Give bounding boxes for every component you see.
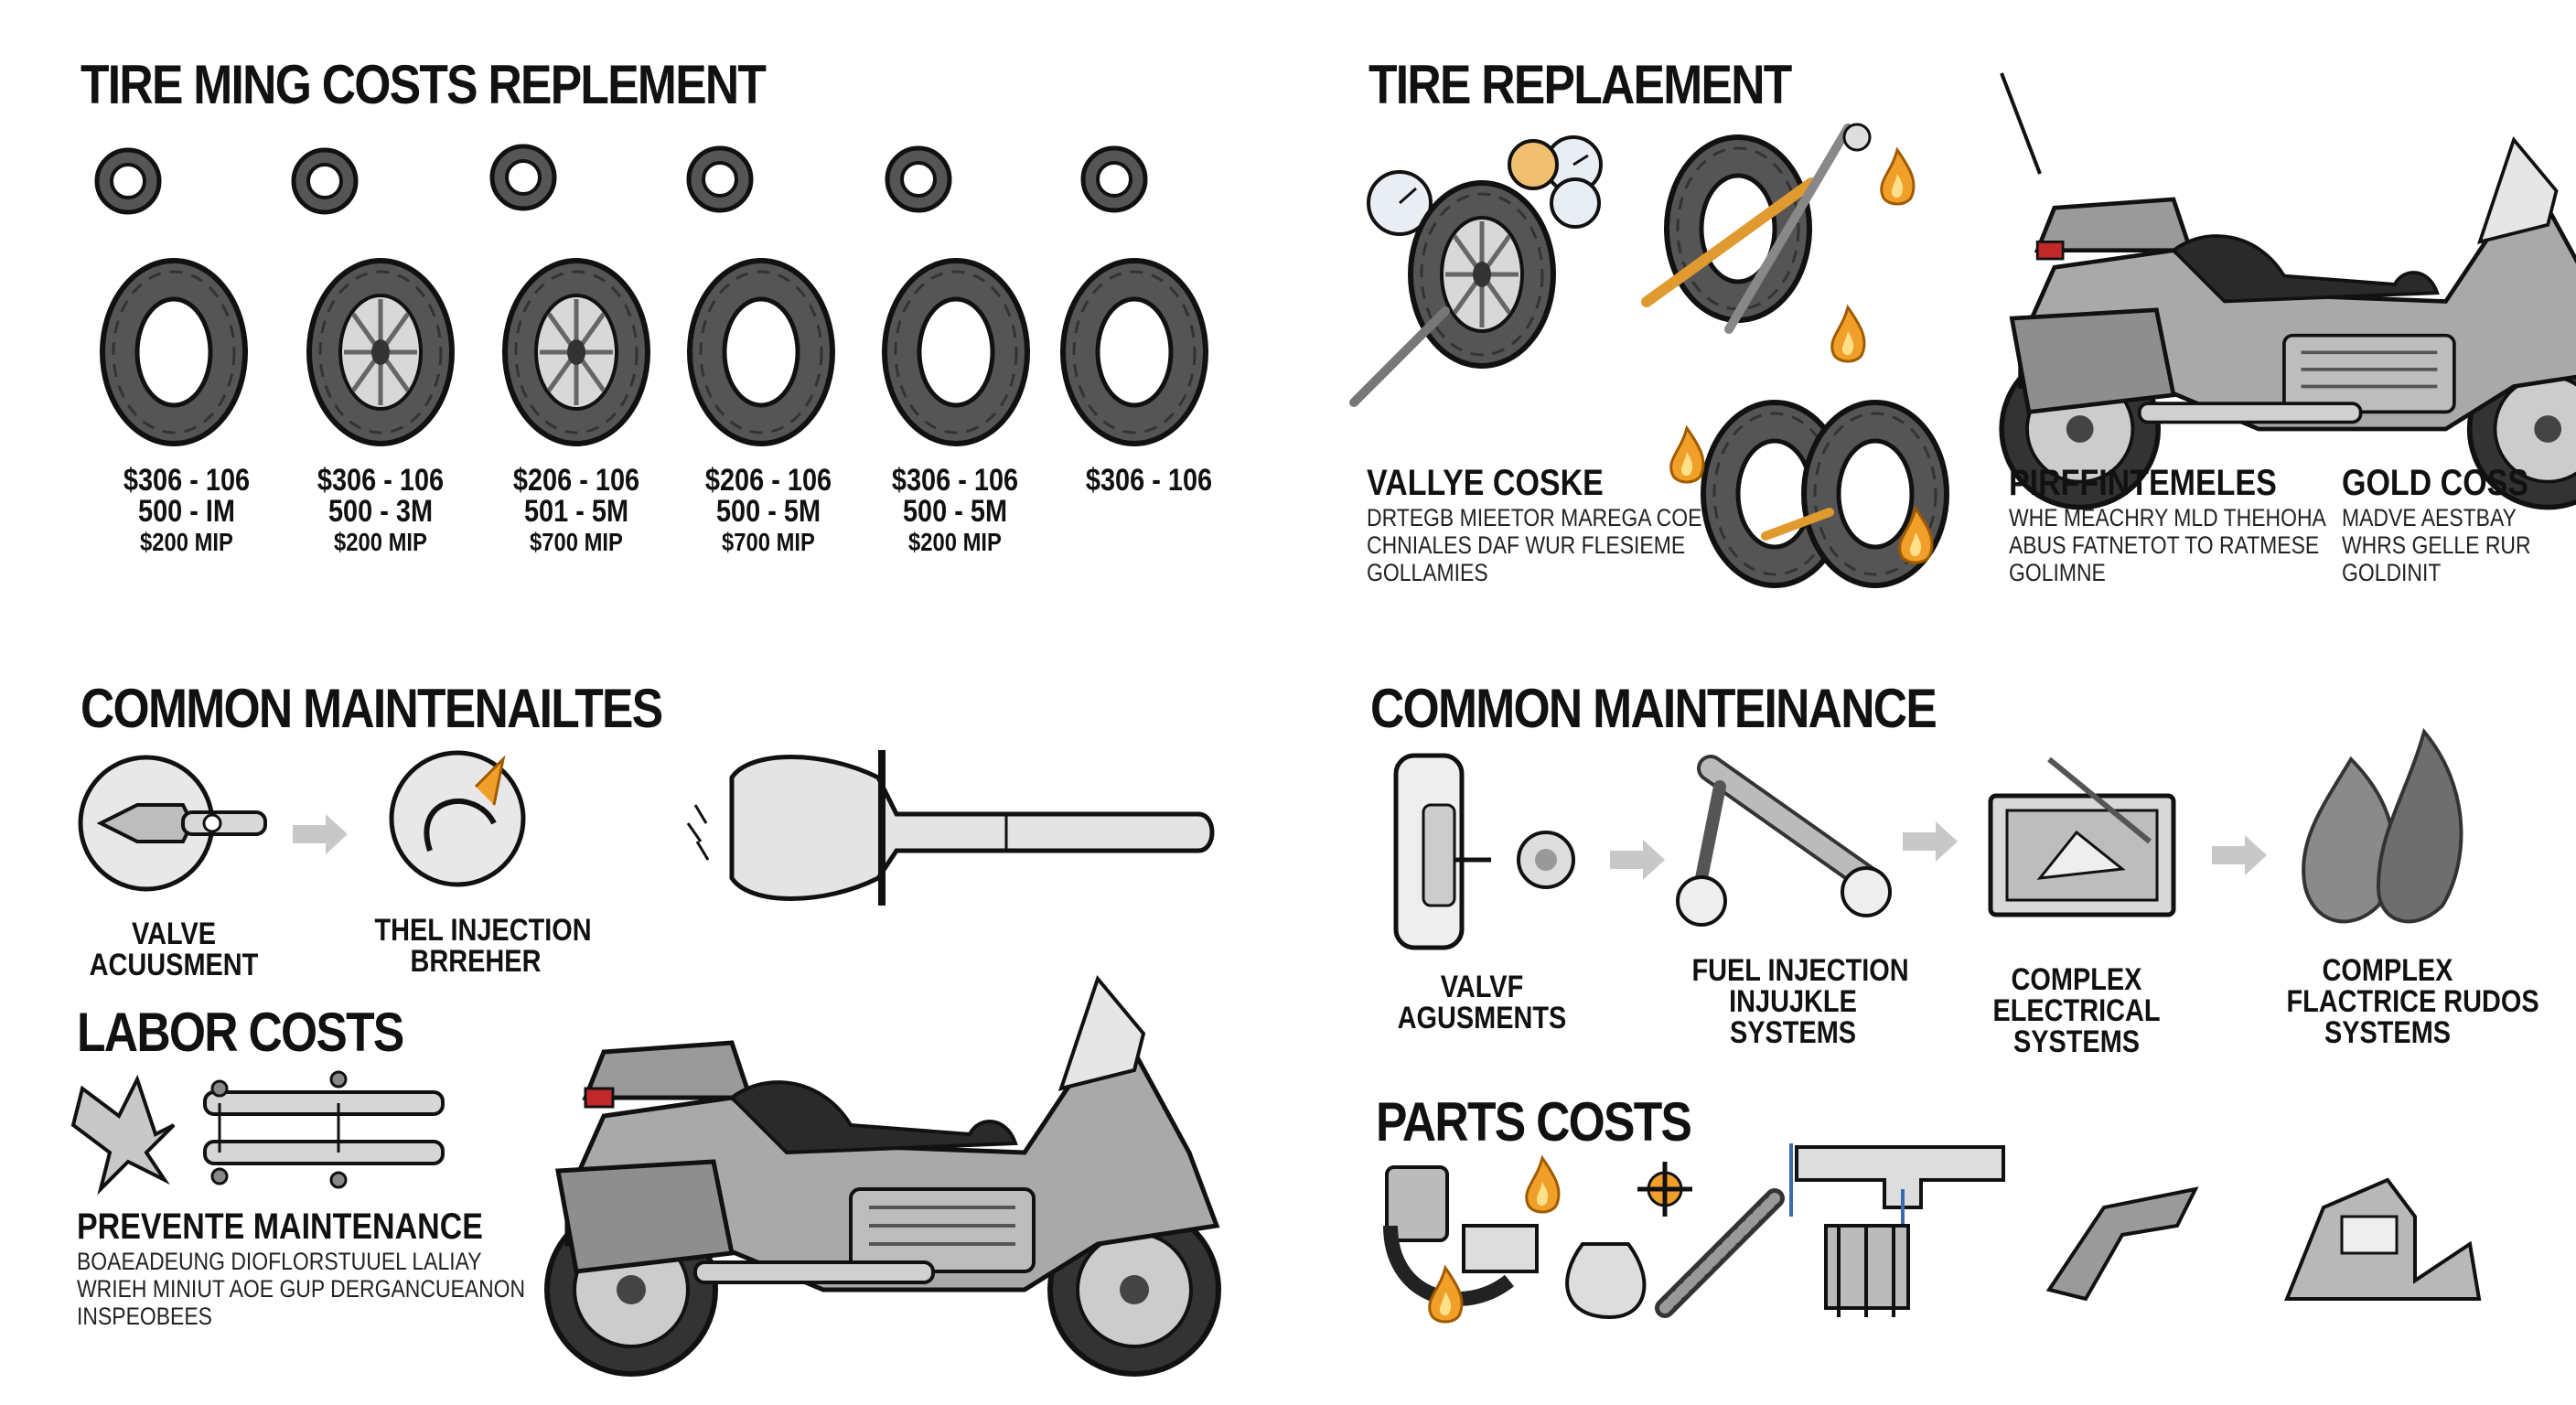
arrow-right-icon [1610,840,1665,880]
complex-electrical-label: COMPLEX ELECTRICAL SYSTEMS [1992,962,2161,1059]
gauge-icon [1367,170,1433,236]
tire-icon [1063,261,1206,444]
labor-costs-title: LABOR COSTS [77,1002,404,1063]
tire-costs-title: TIRE MING COSTS REPLEMENT [80,54,767,115]
tire-icon [505,261,648,444]
valve-icon [1393,753,1575,950]
fuel-injector-icon [389,750,526,887]
tire-icon [492,146,554,209]
camshaft-icon [203,1070,445,1189]
chain-icon [1655,1188,1785,1318]
valve-adjustments-label: VALVF AGUSMENTS [1397,970,1567,1035]
tire-icon [885,261,1027,444]
tire-icon [1411,183,1553,366]
part-bag-icon [1565,1242,1647,1320]
preventive-maintenance-text: PREVENTE MAINTENANCE BOAEADEUNG DIOFLORS… [77,1207,526,1330]
arrow-right-icon [293,814,348,854]
performance-text: PIRFFINTEMELES WHE MEACHRY MLD THEHOHA A… [2009,463,2326,586]
gear-icon [1637,1162,1692,1217]
wrench-icon [1349,306,1450,407]
complex-fluids-label: COMPLEX FLACTRICE RUDOS SYSTEMS [2286,953,2539,1050]
bracket-icon [2045,1186,2199,1302]
tire-icon [97,150,159,212]
arrow-right-icon [1903,821,1958,862]
mount-icon [2284,1177,2482,1301]
tire-icon [309,261,452,444]
gold-cost-text: GOLD COSS MADVE AESTBAY WHRS GELLE RUR G… [2342,463,2531,586]
gauge-icon [1508,139,1559,190]
flame-icon [1525,1156,1561,1214]
engine-part-icon [1383,1165,1539,1306]
tire-icon [294,150,356,212]
valve-adjustment-label: VALVE ACUUSMENT [89,917,259,982]
tire-icon [102,261,245,444]
fuel-injector-icon [1676,755,1892,927]
tire-icon [1667,137,1809,320]
flame-icon [1830,306,1866,363]
arrow-right-icon [2212,835,2267,875]
motorcycle-icon [2002,140,2576,508]
gauge-icon [1544,135,1603,194]
tire-price-6: $306 - 106 [1085,463,1213,498]
common-maintenance-right-title: COMMON MAINTEINANCE [1370,678,1937,739]
flame-icon [2302,727,2463,924]
tire-replacement-title: TIRE REPLAEMENT [1368,54,1792,115]
valve-cost-text: VALLYE COSKE DRTEGB MIEETOR MAREGA COE C… [1367,463,1702,586]
fuel-injection-systems-label: FUEL INJECTION INJUJKLE SYSTEMS [1691,953,1909,1050]
fuel-injector-icon [1789,1143,2005,1317]
tire-icon [887,148,950,210]
flame-icon [1880,148,1916,206]
parts-costs-title: PARTS COSTS [1376,1091,1692,1153]
tire-icon [1703,402,1846,585]
wrench-icon [1724,123,1852,334]
motorcycle-icon [547,979,1218,1374]
flame-icon [1898,507,1934,564]
flame-icon [1428,1266,1464,1324]
valve-icon [78,755,267,892]
tire-icon [690,261,832,444]
gauge-icon [1550,177,1601,229]
common-maintenance-left-title: COMMON MAINTENAILTES [80,678,663,739]
wrench-icon [686,750,1215,906]
tire-icon [1804,402,1947,585]
fuel-injection-label: THEL INJECTION BRREHER [374,913,592,979]
ecu-icon [1988,756,2176,917]
wrench-icon [70,1074,176,1196]
tire-icon [689,148,751,210]
tire-icon [1083,148,1145,210]
